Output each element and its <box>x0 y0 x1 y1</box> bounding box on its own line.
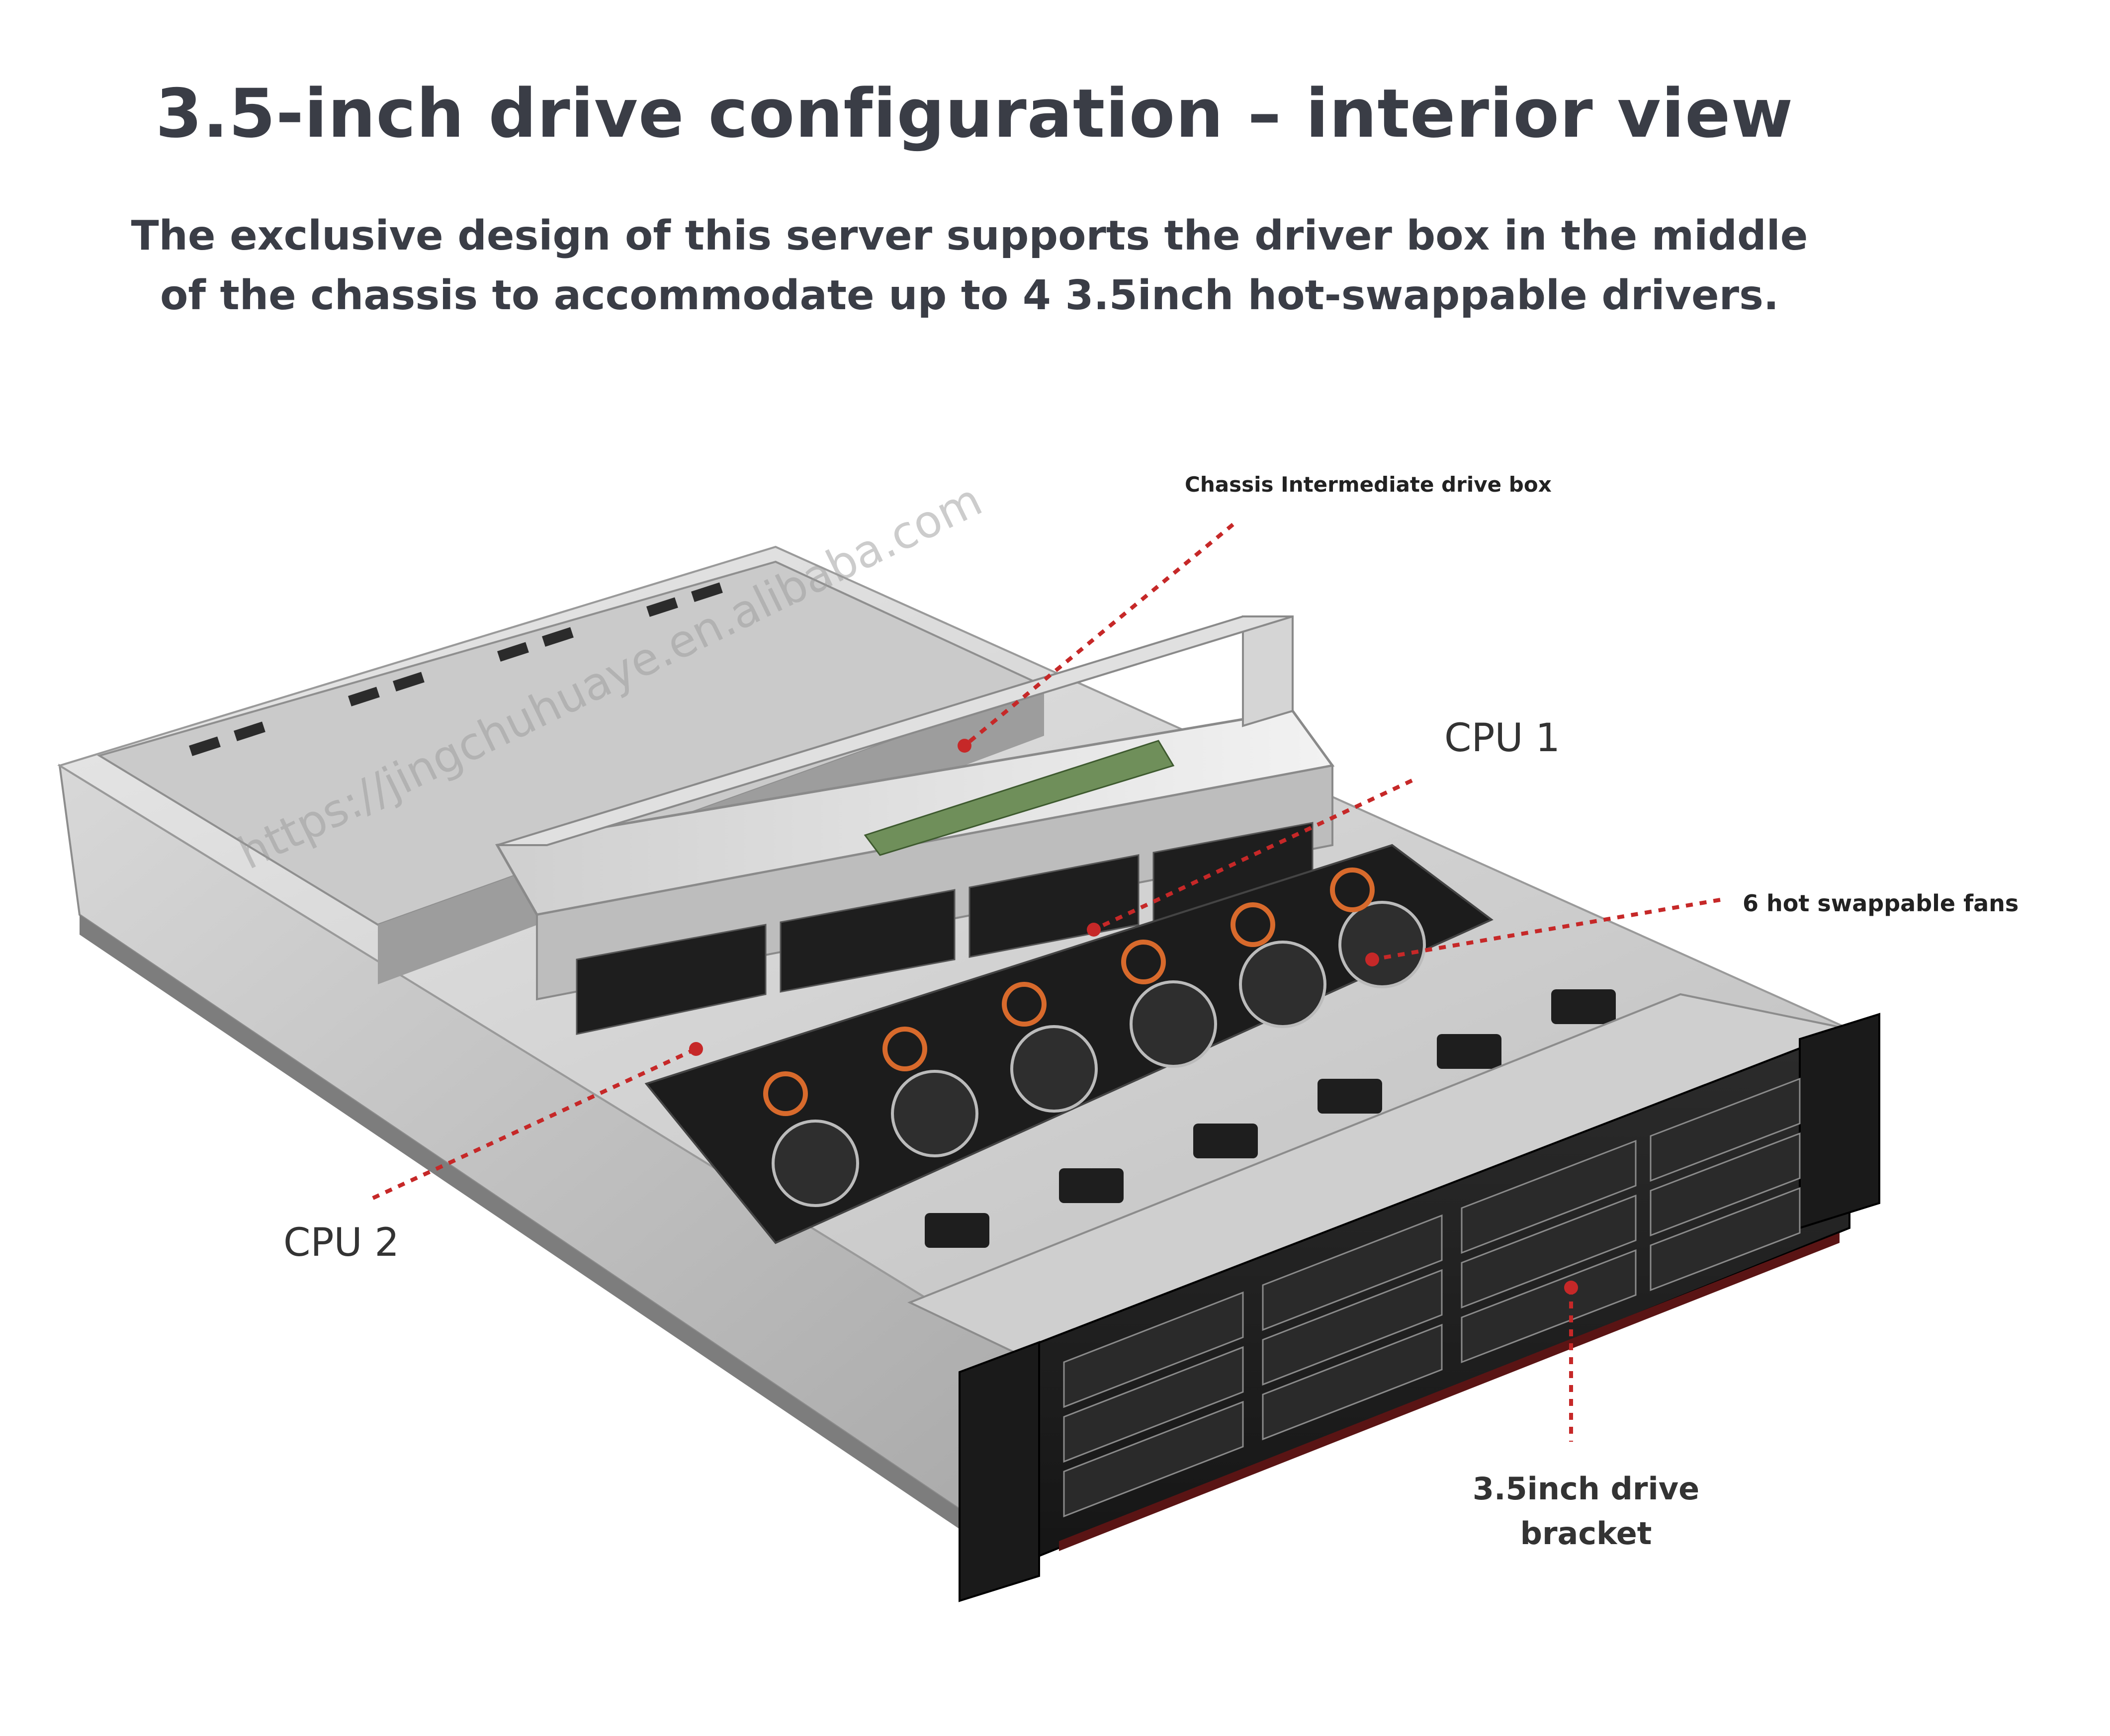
callout-line-cpu1 <box>1093 779 1413 932</box>
description-line-2: of the chassis to accommodate up to 4 3.… <box>160 272 1779 319</box>
page-title: 3.5-inch drive configuration – interior … <box>155 75 1794 153</box>
callout-line-drive-box <box>963 522 1234 748</box>
callout-fans-label: 6 hot swappable fans <box>1743 890 2019 917</box>
drive-bays <box>1063 1077 1801 1518</box>
callout-drive-box-label: Chassis Intermediate drive box <box>1185 472 1552 497</box>
callout-line-cpu2 <box>372 1047 697 1200</box>
callout-dots <box>689 739 1578 1295</box>
fan-bank <box>644 844 1494 1244</box>
front-panel <box>959 1013 1880 1602</box>
callout-bracket-line-1: 3.5inch drive <box>1472 1471 1700 1507</box>
description-line-1: The exclusive design of this server supp… <box>131 212 1808 260</box>
callout-bracket-line-2: bracket <box>1520 1515 1652 1552</box>
intermediate-drive-box <box>495 615 1335 1035</box>
callout-cpu1-label: CPU 1 <box>1444 716 1561 761</box>
description: The exclusive design of this server supp… <box>0 206 1939 326</box>
callout-bracket-label: 3.5inch drive bracket <box>1472 1467 1700 1556</box>
callout-line-fans <box>1372 898 1721 961</box>
callout-cpu2-label: CPU 2 <box>283 1220 400 1265</box>
fan <box>772 901 1426 1207</box>
callout-lines <box>372 522 1721 1442</box>
